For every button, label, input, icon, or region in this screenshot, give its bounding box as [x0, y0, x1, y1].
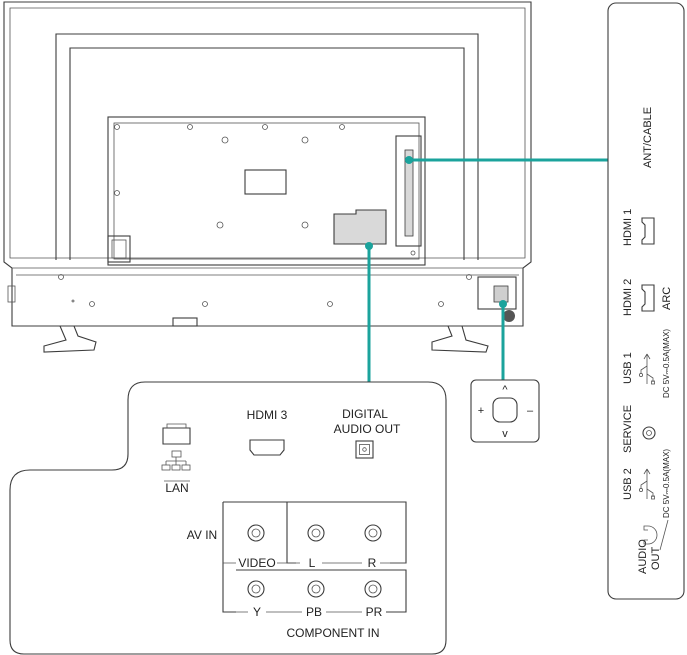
bottom-port-block — [334, 210, 386, 244]
rating-label-plate — [245, 170, 286, 194]
control-up-label: ^ — [502, 384, 508, 396]
callout-lines — [365, 156, 608, 382]
control-down-label: v — [502, 428, 508, 440]
control-button-panel: ^ v + – — [471, 380, 539, 442]
usb1-label: USB 1 — [622, 352, 634, 384]
y-label: Y — [253, 605, 261, 619]
control-minus-label: – — [527, 405, 534, 417]
hdmi2-label: HDMI 2 — [622, 279, 634, 316]
ant-cable-label: ANT/CABLE — [642, 107, 654, 168]
service-label: SERVICE — [622, 405, 634, 453]
tv-back — [4, 2, 531, 352]
r-label: R — [368, 556, 377, 570]
digital-audio-label-line1: DIGITAL — [342, 407, 388, 421]
control-plus-label: + — [478, 405, 484, 417]
right-stand — [432, 326, 488, 352]
l-label: L — [309, 556, 316, 570]
hdmi1-label: HDMI 1 — [622, 209, 634, 246]
pr-label: PR — [366, 605, 383, 619]
arc-label: ARC — [661, 287, 673, 310]
side-port-panel: ANT/CABLE HDMI 1 HDMI 2 ARC USB 1 DC 5V⎓… — [608, 3, 684, 599]
av-in-label: AV IN — [187, 528, 217, 542]
usb2-spec-label: DC 5V⎓0.5A(MAX) — [662, 449, 671, 518]
usb1-spec-label: DC 5V⎓0.5A(MAX) — [662, 329, 671, 398]
usb2-label: USB 2 — [622, 468, 634, 500]
pb-label: PB — [306, 605, 322, 619]
video-label: VIDEO — [238, 556, 275, 570]
component-in-label: COMPONENT IN — [286, 626, 379, 640]
joystick-button — [493, 398, 517, 422]
lan-label: LAN — [165, 481, 188, 495]
left-stand — [44, 326, 96, 352]
hdmi3-label: HDMI 3 — [247, 408, 288, 422]
digital-audio-label-line2: AUDIO OUT — [334, 422, 401, 436]
bottom-port-panel: LAN HDMI 3 DIGITAL AUDIO OUT AV IN VIDEO… — [10, 382, 446, 654]
